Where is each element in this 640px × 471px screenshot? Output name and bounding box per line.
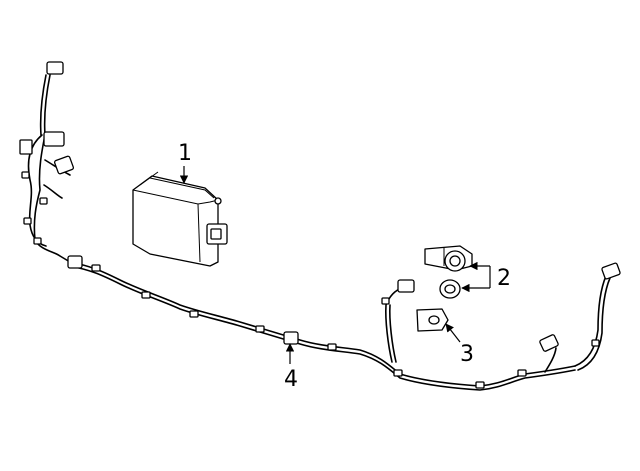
callout-4: 4 — [284, 367, 298, 392]
callout-1: 1 — [178, 141, 192, 166]
part-2-sensor — [424, 245, 473, 272]
part-2-grommet — [439, 279, 461, 299]
part-1-control-module — [132, 171, 228, 267]
part-3-bracket — [416, 308, 449, 332]
callout-2: 2 — [497, 266, 511, 291]
callout-3: 3 — [460, 342, 474, 367]
wiring-harness — [19, 61, 621, 391]
leader-lines — [179, 166, 491, 364]
